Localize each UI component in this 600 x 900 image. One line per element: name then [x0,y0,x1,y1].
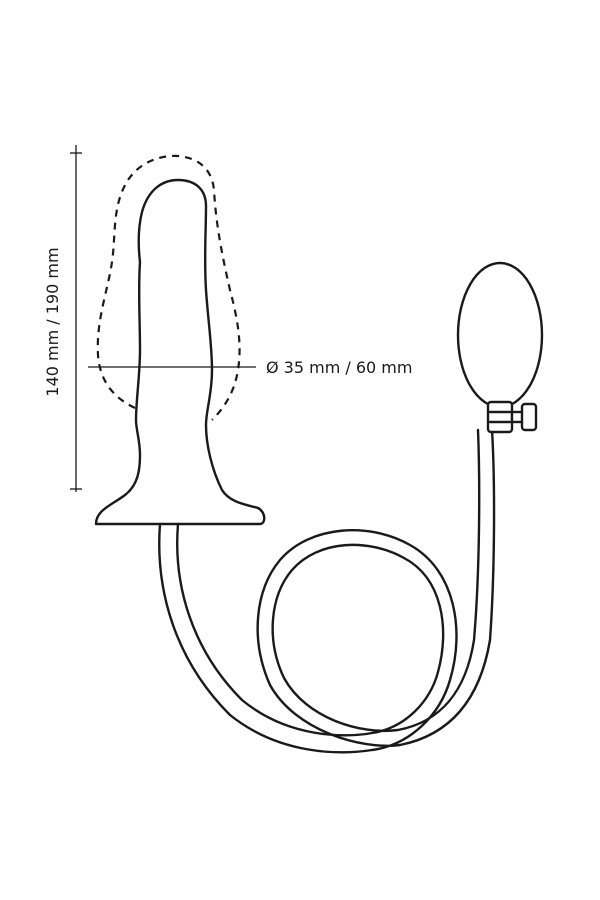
length-label: 140 mm / 190 mm [43,247,62,396]
plug-body-outline [94,178,266,526]
diameter-label: Ø 35 mm / 60 mm [266,358,412,377]
tube-outer-line [158,428,496,754]
pump-bulb [456,261,544,409]
valve-knob [510,402,538,432]
inflated-outline [96,154,241,421]
length-dimension-line [70,145,82,492]
valve-connector [486,400,514,434]
tube-inner-line [176,428,481,737]
